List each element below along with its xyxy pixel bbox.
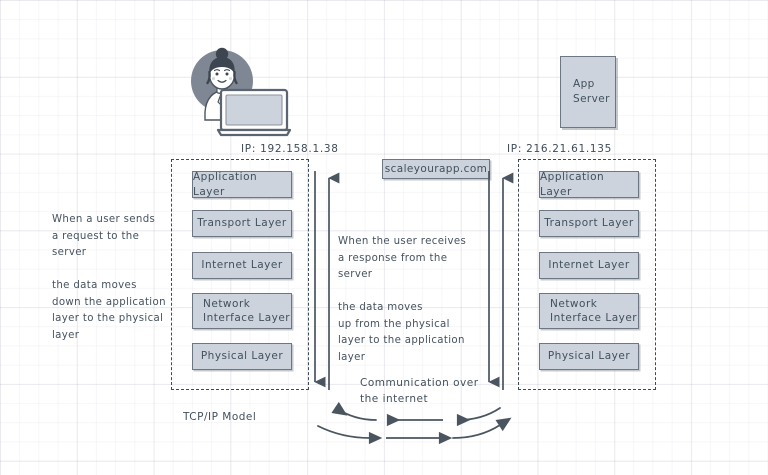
url-chip[interactable]: scaleyourapp.com: [382, 159, 490, 179]
layer-label: Internet Layer: [201, 259, 283, 272]
client-layer-application[interactable]: Application Layer: [192, 171, 292, 198]
laptop-icon: [216, 88, 292, 137]
server-layer-network-interface[interactable]: Network Interface Layer: [539, 293, 639, 329]
arrow-right-icon: [317, 425, 383, 445]
server-ip-label: IP: 216.21.61.135: [507, 143, 613, 155]
client-layer-network-interface[interactable]: Network Interface Layer: [192, 293, 292, 329]
server-layer-transport[interactable]: Transport Layer: [539, 210, 639, 237]
client-layer-transport[interactable]: Transport Layer: [192, 210, 292, 237]
server-layer-internet[interactable]: Internet Layer: [539, 252, 639, 279]
layer-label: Physical Layer: [200, 350, 284, 363]
server-layer-application[interactable]: Application Layer: [539, 171, 639, 198]
layer-label: Internet Layer: [548, 259, 630, 272]
tcpip-model-caption: TCP/IP Model: [183, 411, 257, 423]
internet-communication-arrows: [317, 401, 512, 445]
layer-label: Network Interface Layer: [550, 297, 638, 324]
middle-note: When the user receives a response from t…: [338, 236, 467, 363]
client-illustration: [185, 44, 292, 139]
client-layer-internet[interactable]: Internet Layer: [192, 252, 292, 279]
layer-label: Application Layer: [193, 171, 258, 198]
app-server-box: App Server: [560, 56, 616, 128]
client-ip-label: IP: 192.158.1.38: [241, 143, 339, 155]
server-layer-physical[interactable]: Physical Layer: [539, 343, 639, 370]
arrow-left-icon: [456, 407, 501, 427]
internet-note: Communication over the internet: [360, 377, 479, 405]
client-vertical-arrows: [314, 171, 340, 390]
arrow-right-icon: [452, 417, 512, 439]
client-tcpip-stack: Application Layer Transport Layer Intern…: [171, 159, 309, 390]
layer-label: Application Layer: [540, 171, 605, 198]
layer-label: Network Interface Layer: [203, 297, 291, 324]
client-layer-physical[interactable]: Physical Layer: [192, 343, 292, 370]
layer-label: Transport Layer: [544, 217, 634, 230]
app-server-label: App Server: [573, 77, 610, 105]
layer-label: Physical Layer: [547, 350, 631, 363]
left-note: When a user sends a request to the serve…: [52, 214, 166, 341]
layer-label: Transport Layer: [197, 217, 287, 230]
server-vertical-arrows: [488, 171, 514, 390]
server-tcpip-stack: Application Layer Transport Layer Intern…: [518, 159, 656, 390]
url-chip-label: scaleyourapp.com: [384, 162, 488, 175]
arrow-left-icon: [331, 401, 377, 421]
